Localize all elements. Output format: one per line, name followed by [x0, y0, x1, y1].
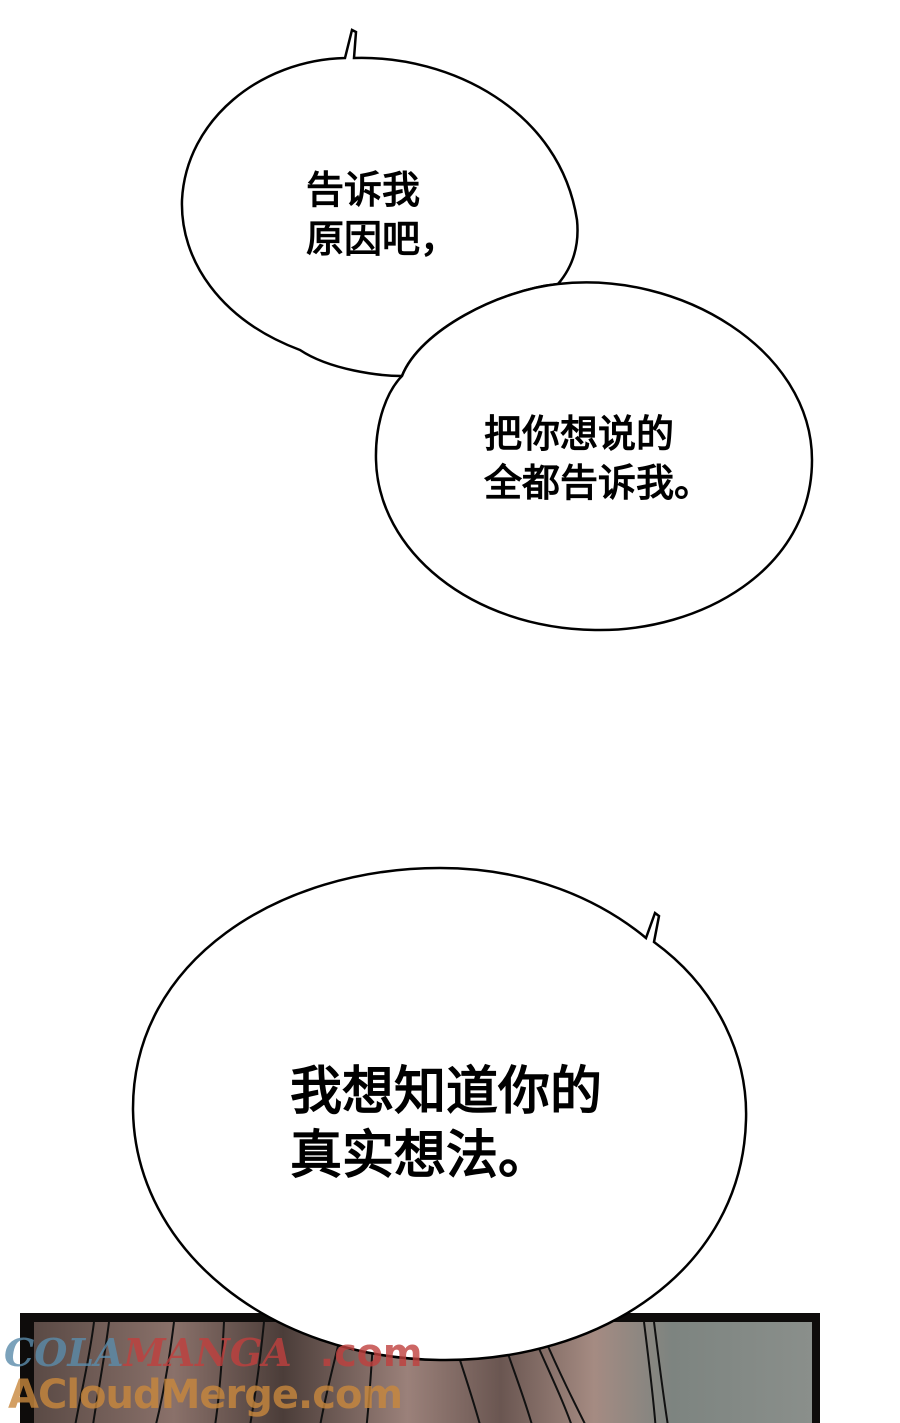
- watermark-cola: COLA: [4, 1330, 124, 1375]
- bubble-1-text: 告诉我 原因吧，: [306, 168, 459, 261]
- bubble-3-text: 我想知道你的 真实想法。: [290, 1062, 603, 1187]
- watermark-colamanga: COLAMANGA .com: [4, 1330, 422, 1375]
- watermark-acloudmerge: ACloudMerge.com: [8, 1372, 403, 1418]
- speech-bubble-3: [131, 866, 748, 1362]
- speech-bubble-2: [374, 281, 814, 632]
- watermark-manga: MANGA: [123, 1330, 292, 1375]
- bubble-2-text: 把你想说的 全都告诉我。: [484, 412, 713, 505]
- watermark-dotcom: .com: [319, 1331, 423, 1375]
